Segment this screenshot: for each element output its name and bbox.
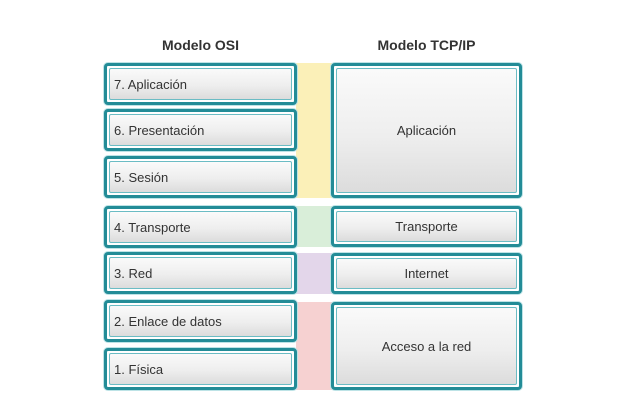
layer-label: 1. Física xyxy=(114,361,164,377)
layer-label: Aplicación xyxy=(396,123,457,138)
tcpip-layer-network-access: Acceso a la red xyxy=(331,302,522,390)
layer-label: Acceso a la red xyxy=(381,338,472,354)
osi-model-title: Modelo OSI xyxy=(162,37,239,53)
tcpip-layer-transport: Transporte xyxy=(331,206,522,247)
osi-layer-data-link: 2. Enlace de datos xyxy=(104,300,297,342)
layer-label: 3. Red xyxy=(114,265,153,281)
layer-label: 5. Sesión xyxy=(114,169,169,185)
application-band xyxy=(296,63,332,198)
osi-layer-session: 5. Sesión xyxy=(104,156,297,198)
layer-label: 2. Enlace de datos xyxy=(114,313,222,329)
layer-label: Internet xyxy=(404,266,449,281)
layer-label: 4. Transporte xyxy=(114,219,191,235)
osi-layer-application: 7. Aplicación xyxy=(104,63,297,105)
layer-label: 7. Aplicación xyxy=(114,76,187,92)
osi-layer-physical: 1. Física xyxy=(104,348,297,390)
layer-label: 6. Presentación xyxy=(114,122,205,138)
osi-layer-presentation: 6. Presentación xyxy=(104,109,297,151)
layer-label: Transporte xyxy=(395,219,458,234)
network-access-band xyxy=(296,302,332,390)
internet-band xyxy=(296,253,332,294)
tcpip-layer-internet: Internet xyxy=(331,253,522,294)
tcpip-layer-application: Aplicación xyxy=(331,63,522,198)
tcpip-model-title: Modelo TCP/IP xyxy=(377,37,476,53)
osi-layer-transport: 4. Transporte xyxy=(104,206,297,248)
transport-band xyxy=(296,206,332,247)
osi-layer-network: 3. Red xyxy=(104,252,297,294)
